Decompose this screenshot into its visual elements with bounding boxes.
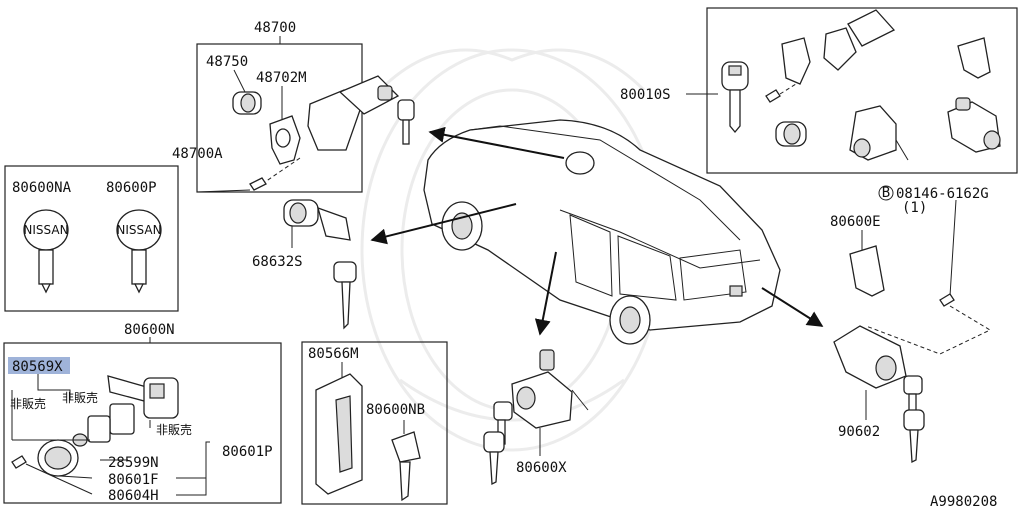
kit-key bbox=[721, 61, 749, 134]
label-not-for-sale-3: 非販売 bbox=[156, 422, 192, 437]
key-set-80600N bbox=[3, 337, 282, 504]
label-80600P: 80600P bbox=[106, 180, 157, 196]
shear-bolt-48700A bbox=[249, 157, 301, 191]
label-80601F: 80601F bbox=[108, 472, 159, 488]
label-80604H: 80604H bbox=[108, 488, 159, 504]
label-80566M: 80566M bbox=[308, 346, 359, 362]
clamp-bracket-48702M bbox=[269, 115, 301, 165]
screw-80604H bbox=[11, 455, 27, 469]
keys-box: NISSAN NISSAN bbox=[4, 165, 179, 312]
kit-clip bbox=[957, 37, 991, 79]
kit-cylinder-1 bbox=[775, 121, 807, 147]
arrow-to-ignition bbox=[428, 126, 565, 159]
kit-cylinder-2 bbox=[849, 105, 909, 161]
label-80569X: 80569X bbox=[12, 359, 63, 375]
lock-cylinder-48750 bbox=[232, 91, 262, 115]
label-90602: 90602 bbox=[838, 424, 880, 440]
key-head-cover bbox=[37, 439, 79, 477]
diagram-id: A9980208 bbox=[930, 494, 997, 510]
pointer-arrows bbox=[370, 126, 824, 336]
lock-80600X bbox=[483, 349, 589, 486]
label-80010S: 80010S bbox=[620, 87, 671, 103]
door-lock-68632S bbox=[283, 199, 357, 330]
label-bolt-prefix: B bbox=[882, 185, 890, 201]
key-cover-plates bbox=[72, 403, 135, 447]
steering-lock-housing bbox=[307, 75, 400, 151]
label-80600N: 80600N bbox=[124, 322, 175, 338]
label-80600NA: 80600NA bbox=[12, 180, 72, 196]
label-80600E: 80600E bbox=[830, 214, 881, 230]
key-brand-label-1: NISSAN bbox=[23, 223, 68, 237]
label-80601P: 80601P bbox=[222, 444, 273, 460]
arrow-to-door-lock bbox=[370, 203, 517, 245]
label-08146-qty: (1) bbox=[902, 200, 927, 216]
label-68632S: 68632S bbox=[252, 254, 303, 270]
part-labels: 48700 48750 48702M 48700A 80010S B 08146… bbox=[10, 20, 997, 510]
kit-small-bolt bbox=[765, 83, 797, 103]
valet-key-80600NB bbox=[391, 420, 421, 502]
arrow-to-90602 bbox=[761, 287, 824, 327]
lock-80600X-key-2 bbox=[483, 431, 505, 486]
lock-90602-key-1 bbox=[903, 375, 923, 417]
label-48700A: 48700A bbox=[172, 146, 223, 162]
arrow-to-80600X bbox=[534, 251, 557, 336]
label-not-for-sale-2: 非販売 bbox=[62, 390, 98, 405]
kit-cylinder-3 bbox=[947, 97, 1001, 153]
ignition-key bbox=[397, 99, 415, 145]
label-48750: 48750 bbox=[206, 54, 248, 70]
bolt-08146 bbox=[865, 199, 992, 355]
label-80600X: 80600X bbox=[516, 460, 567, 476]
door-key bbox=[333, 261, 357, 330]
key-80600NA: NISSAN bbox=[23, 209, 69, 294]
clip-80600E bbox=[849, 230, 885, 297]
bolt-prefix-circle bbox=[878, 185, 894, 201]
valet-key-box bbox=[301, 341, 448, 505]
lock-set-kit-80010S bbox=[686, 7, 1018, 174]
label-08146-6162G: 08146-6162G bbox=[896, 186, 989, 202]
label-48702M: 48702M bbox=[256, 70, 307, 86]
lock-90602-key-2 bbox=[903, 409, 925, 464]
kit-bracket bbox=[781, 9, 896, 85]
key-brand-label-2: NISSAN bbox=[116, 223, 161, 237]
label-28599N: 28599N bbox=[108, 455, 159, 471]
highlight-80569X bbox=[8, 357, 70, 374]
label-48700: 48700 bbox=[254, 20, 296, 36]
kit-box bbox=[706, 7, 1018, 174]
ignition-lock-group bbox=[196, 36, 415, 193]
lock-90602 bbox=[833, 325, 925, 464]
key-holder-80566M bbox=[315, 362, 363, 495]
vehicle-outline bbox=[423, 119, 781, 345]
label-80600NB: 80600NB bbox=[366, 402, 425, 418]
label-not-for-sale-1: 非販売 bbox=[10, 396, 46, 411]
key-80600P: NISSAN bbox=[116, 209, 162, 294]
key-remote bbox=[107, 375, 179, 419]
